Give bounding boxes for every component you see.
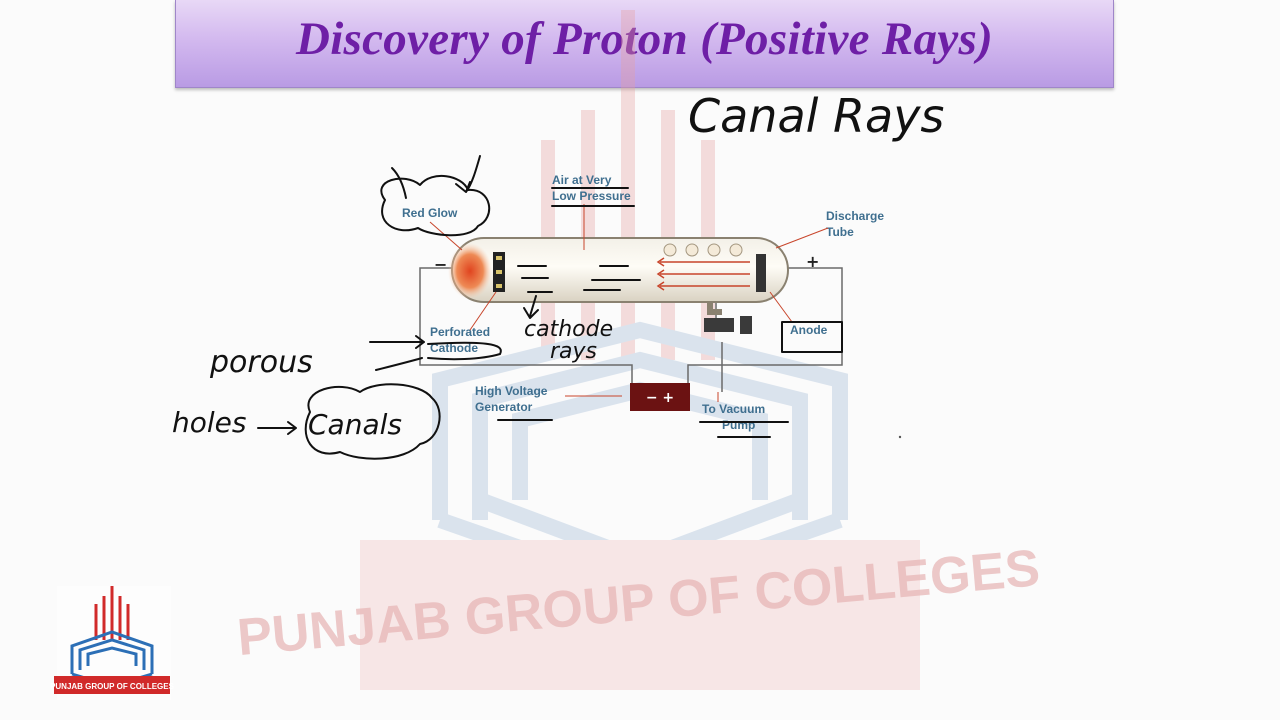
arrow-to-red-glow	[391, 167, 407, 199]
handwritten-canals: Canals	[308, 408, 402, 441]
handwritten-holes: holes	[172, 406, 246, 439]
red-glow-region	[448, 243, 492, 299]
label-vacuum-line1: To Vacuum	[702, 402, 765, 416]
handwritten-canal-rays: Canal Rays	[688, 89, 944, 143]
vacuum-valve	[704, 318, 734, 332]
cathode-ray-marks	[517, 265, 553, 293]
arrow-cathode-rays	[523, 295, 539, 319]
label-discharge-line2: Tube	[826, 225, 854, 239]
label-perforated-line2: Cathode	[430, 341, 478, 355]
title-banner: Discovery of Proton (Positive Rays)	[175, 0, 1114, 88]
box-anode	[781, 321, 843, 353]
arrow-holes-to-canals	[257, 421, 297, 435]
watermark-emblem	[360, 10, 920, 690]
slide-title: Discovery of Proton (Positive Rays)	[295, 13, 994, 65]
label-vacuum-line2: Pump	[722, 418, 755, 432]
positive-ray-arrows	[656, 257, 750, 291]
stray-ink-dot	[898, 435, 902, 439]
red-glow-cloud-marking	[380, 174, 491, 237]
pgc-logo: PUNJAB GROUP OF COLLEGES	[50, 586, 175, 700]
handwritten-cathode: cathode	[524, 317, 613, 342]
minus-sign: −	[434, 255, 447, 274]
arrow-to-red-glow-right	[455, 155, 481, 193]
label-air-line1: Air at Very	[552, 173, 612, 187]
label-perforated-line1: Perforated	[430, 325, 490, 339]
label-anode: Anode	[790, 323, 828, 337]
handwritten-rays: rays	[550, 339, 597, 364]
label-air-line2: Low Pressure	[552, 189, 631, 203]
canals-cloud	[304, 383, 441, 460]
anode-plate	[756, 254, 766, 292]
arrow-porous-2	[375, 357, 423, 371]
label-red-glow: Red Glow	[402, 206, 458, 220]
arrow-porous-1	[369, 335, 425, 349]
handwritten-annotations	[257, 155, 843, 460]
underline-vacuum	[699, 421, 789, 438]
label-discharge-line1: Discharge	[826, 209, 884, 223]
plus-sign: +	[806, 252, 819, 271]
high-voltage-generator	[630, 383, 690, 411]
logo-caption: PUNJAB GROUP OF COLLEGES	[50, 682, 175, 691]
underline-air	[551, 187, 635, 207]
discharge-tube	[448, 237, 789, 334]
label-hv-line1: High Voltage	[475, 384, 548, 398]
box-perforated-cathode	[427, 341, 502, 361]
label-hv-line2: Generator	[475, 400, 533, 414]
positive-ions	[663, 243, 743, 257]
canal-ray-marks	[583, 265, 641, 291]
generator-terminals: − +	[646, 390, 674, 406]
handwritten-porous: porous	[209, 345, 313, 380]
